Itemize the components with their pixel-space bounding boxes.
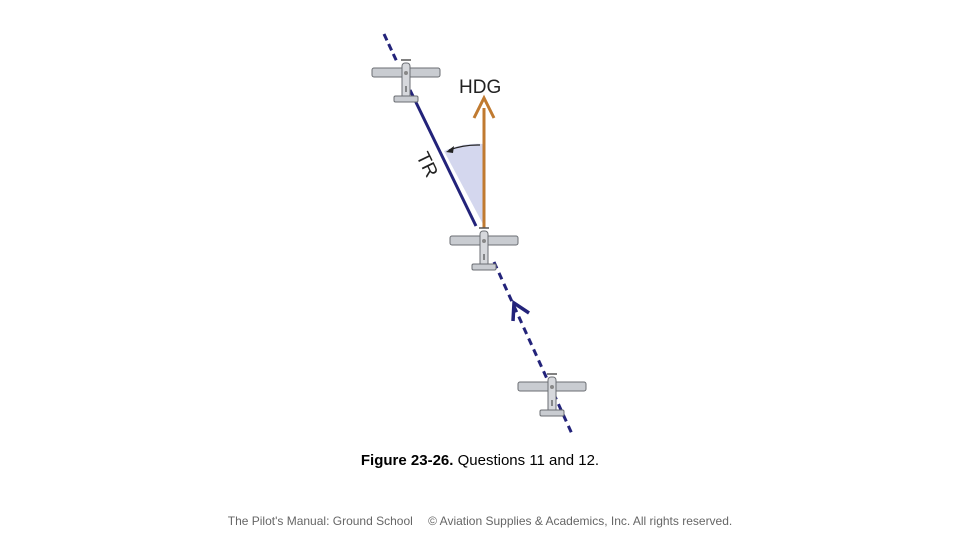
footer-copyright: © Aviation Supplies & Academics, Inc. Al… bbox=[428, 514, 733, 528]
drift-angle-arrowhead bbox=[446, 146, 454, 153]
track-line-upper bbox=[382, 33, 399, 63]
page-footer: The Pilot's Manual: Ground School © Avia… bbox=[0, 514, 960, 528]
track-direction-arrowhead bbox=[511, 299, 530, 322]
footer-book-title: The Pilot's Manual: Ground School bbox=[227, 514, 413, 528]
heading-arrowhead bbox=[472, 94, 496, 119]
tr-label: TR bbox=[412, 149, 442, 181]
figure-caption-text: Questions 11 and 12. bbox=[457, 452, 600, 469]
aircraft-top bbox=[371, 59, 441, 103]
track-angle-wedge bbox=[444, 143, 484, 226]
aircraft-bottom bbox=[517, 373, 587, 417]
hdg-label: HDG bbox=[459, 77, 501, 98]
wind-correction-diagram: HDG TR bbox=[371, 33, 587, 435]
track-line-lower bbox=[492, 261, 574, 435]
figure-label: Figure 23-26. bbox=[360, 452, 454, 469]
track-line-middle bbox=[408, 89, 478, 227]
aircraft-middle bbox=[449, 227, 519, 271]
figure-caption: Figure 23-26. Questions 11 and 12. bbox=[0, 452, 960, 469]
